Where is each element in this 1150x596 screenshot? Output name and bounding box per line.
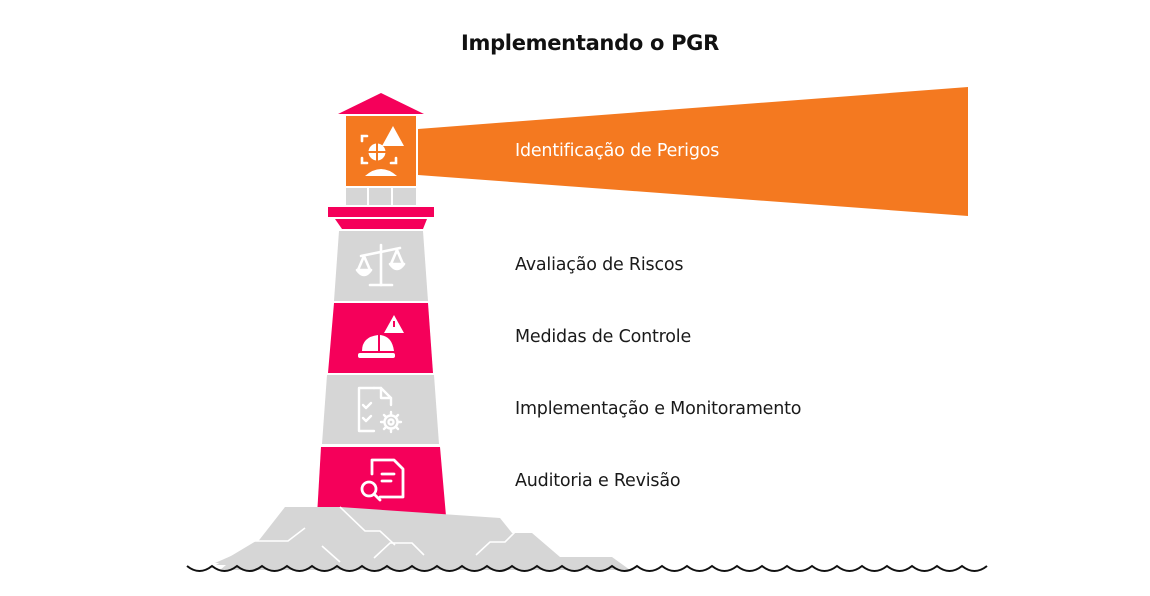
checklist-gear-icon <box>357 386 403 434</box>
tower-section-grey-2 <box>322 375 439 444</box>
document-search-icon <box>360 458 405 502</box>
lantern-window <box>369 188 391 205</box>
step-label-avaliacao: Avaliação de Riscos <box>515 255 684 275</box>
balcony-base <box>335 219 427 229</box>
step-label-medidas: Medidas de Controle <box>515 327 692 347</box>
lighthouse-roof <box>338 93 424 114</box>
hard-hat-warning-icon <box>358 315 404 358</box>
water-waves <box>186 564 988 572</box>
scales-icon <box>355 243 406 287</box>
step-label-identificacao: Identificação de Perigos <box>515 141 720 161</box>
hazard-identification-icon <box>360 126 404 176</box>
rock-crevices <box>252 506 517 563</box>
light-beam <box>418 87 968 216</box>
balcony-bar <box>328 207 434 217</box>
step-label-auditoria: Auditoria e Revisão <box>515 471 681 491</box>
lantern-window <box>393 188 416 205</box>
diagram-title: Implementando o PGR <box>460 31 719 55</box>
rocks <box>215 507 630 570</box>
step-label-implementacao: Implementação e Monitoramento <box>515 399 802 419</box>
lantern-window <box>346 188 367 205</box>
